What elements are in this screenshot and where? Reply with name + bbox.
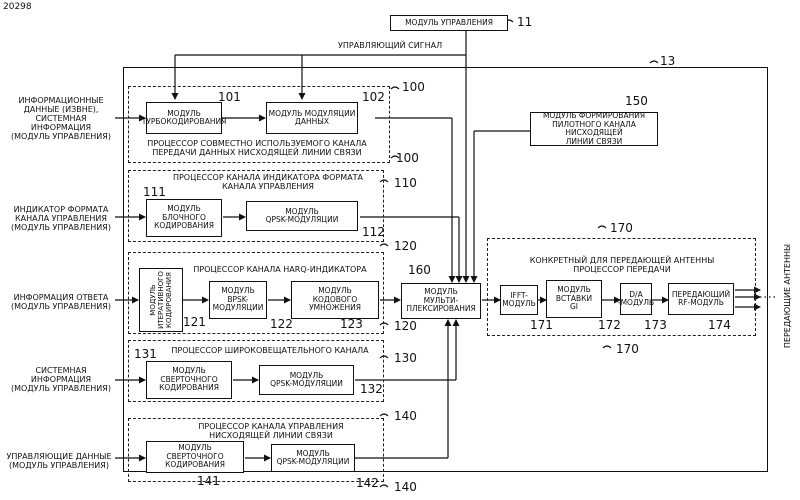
turbo-coding-module: МОДУЛЬ ТУРБОКОДИРОВАНИЯ [146,102,222,134]
conv-130-ref: 131 [134,348,157,360]
da-module: D/A -МОДУЛЬ [620,283,652,315]
multiplexing-ref: 160 [408,264,431,276]
control-module-ref: 11 [517,16,532,28]
input-system-label: СИСТЕМНАЯ ИНФОРМАЦИЯ (МОДУЛЬ УПРАВЛЕНИЯ) [6,366,116,393]
multiplexing-module: МОДУЛЬ МУЛЬТИ- ПЛЕКСИРОВАНИЯ [401,283,481,319]
control-signal-label: УПРАВЛЯЮЩИЙ СИГНАЛ [338,41,442,50]
block-coding-module: МОДУЛЬ БЛОЧНОГО КОДИРОВАНИЯ [146,199,222,237]
group-140-caption: ПРОЦЕССОР КАНАЛА УПРАВЛЕНИЯ НИСХОДЯЩЕЙ Л… [176,422,366,440]
ifft-ref: 171 [530,319,553,331]
repetition-coding-label: МОДУЛЬ ИТЕРАТИВНОГО КОДИРОВАНИЯ [149,271,173,329]
turbo-coding-ref: 101 [218,91,241,103]
group-100-ref-bottom: 100 [396,152,419,164]
input-info-label: ИНФОРМАЦИОННЫЕ ДАННЫЕ (ИЗВНЕ), СИСТЕМНАЯ… [6,96,116,141]
group-130-caption: ПРОЦЕССОР ШИРОКОВЕЩАТЕЛЬНОГО КАНАЛА [165,346,375,355]
group-140-ref-bottom: 140 [394,481,417,493]
gi-insertion-module: МОДУЛЬ ВСТАВКИ GI [546,280,602,318]
code-multiplication-module: МОДУЛЬ КОДОВОГО УМНОЖЕНИЯ [291,281,379,319]
code-multiplication-ref: 123 [340,318,363,330]
group-120-ref-bottom: 120 [394,320,417,332]
group-120-ref-top: 120 [394,240,417,252]
pilot-channel-module: МОДУЛЬ ФОРМИРОВАНИЯ ПИЛОТНОГО КАНАЛА НИС… [530,112,658,146]
group-140-ref-top: 140 [394,410,417,422]
conv-140-ref: 141 [197,475,220,487]
block-coding-ref: 111 [143,186,166,198]
group-100-caption: ПРОЦЕССОР СОВМЕСТНО ИСПОЛЬЗУЕМОГО КАНАЛА… [132,139,382,157]
control-module-box: МОДУЛЬ УПРАВЛЕНИЯ [390,15,508,31]
qpsk-modulation-module-140: МОДУЛЬ QPSK-МОДУЛЯЦИИ [271,444,355,472]
qpsk-modulation-module-110: МОДУЛЬ QPSK-МОДУЛЯЦИИ [246,201,358,231]
qpsk-130-ref: 132 [360,383,383,395]
group-170-ref-bottom: 170 [616,343,639,355]
repetition-coding-ref: 121 [183,316,206,328]
gi-insertion-ref: 172 [598,319,621,331]
bpsk-ref: 122 [270,318,293,330]
qpsk-140-ref: 142 [356,477,379,489]
qpsk-modulation-module-130: МОДУЛЬ QPSK-МОДУЛЯЦИИ [259,365,354,395]
document-id: 20298 [3,3,32,12]
pilot-channel-ref: 150 [625,95,648,107]
group-170-caption: КОНКРЕТНЫЙ ДЛЯ ПЕРЕДАЮЩЕЙ АНТЕННЫ ПРОЦЕС… [497,256,747,274]
group-170-ref-top: 170 [610,222,633,234]
rf-transmit-module: ПЕРЕДАЮЩИЙ RF-МОДУЛЬ [668,283,734,315]
data-modulation-ref: 102 [362,91,385,103]
rf-transmit-ref: 174 [708,319,731,331]
input-ctrl-format-label: ИНДИКАТОР ФОРМАТА КАНАЛА УПРАВЛЕНИЯ (МОД… [6,205,116,232]
outer-frame-ref: 13 [660,55,675,67]
data-modulation-module: МОДУЛЬ МОДУЛЯЦИИ ДАННЫХ [266,102,358,134]
group-130-ref: 130 [394,352,417,364]
group-110-caption: ПРОЦЕССОР КАНАЛА ИНДИКАТОРА ФОРМАТА КАНА… [158,173,378,191]
input-reply-label: ИНФОРМАЦИЯ ОТВЕТА (МОДУЛЬ УПРАВЛЕНИЯ) [6,293,116,311]
qpsk-110-ref: 112 [362,226,385,238]
group-110-ref: 110 [394,177,417,189]
input-control-data-label: УПРАВЛЯЮЩИЕ ДАННЫЕ (МОДУЛЬ УПРАВЛЕНИЯ) [2,452,116,470]
bpsk-modulation-module: МОДУЛЬ BPSK- МОДУЛЯЦИИ [209,281,267,319]
repetition-coding-module: МОДУЛЬ ИТЕРАТИВНОГО КОДИРОВАНИЯ [139,268,183,332]
group-100-ref-top: 100 [402,81,425,93]
da-ref: 173 [644,319,667,331]
ifft-module: IFFT- МОДУЛЬ [500,285,538,315]
group-120-caption: ПРОЦЕССОР КАНАЛА HARQ-ИНДИКАТОРА [180,265,380,274]
transmit-antennas-label: ПЕРЕДАЮЩИЕ АНТЕННЫ [783,221,795,371]
convolutional-coding-module-140: МОДУЛЬ СВЕРТОЧНОГО КОДИРОВАНИЯ [146,441,244,473]
convolutional-coding-module-130: МОДУЛЬ СВЕРТОЧНОГО КОДИРОВАНИЯ [146,361,232,399]
